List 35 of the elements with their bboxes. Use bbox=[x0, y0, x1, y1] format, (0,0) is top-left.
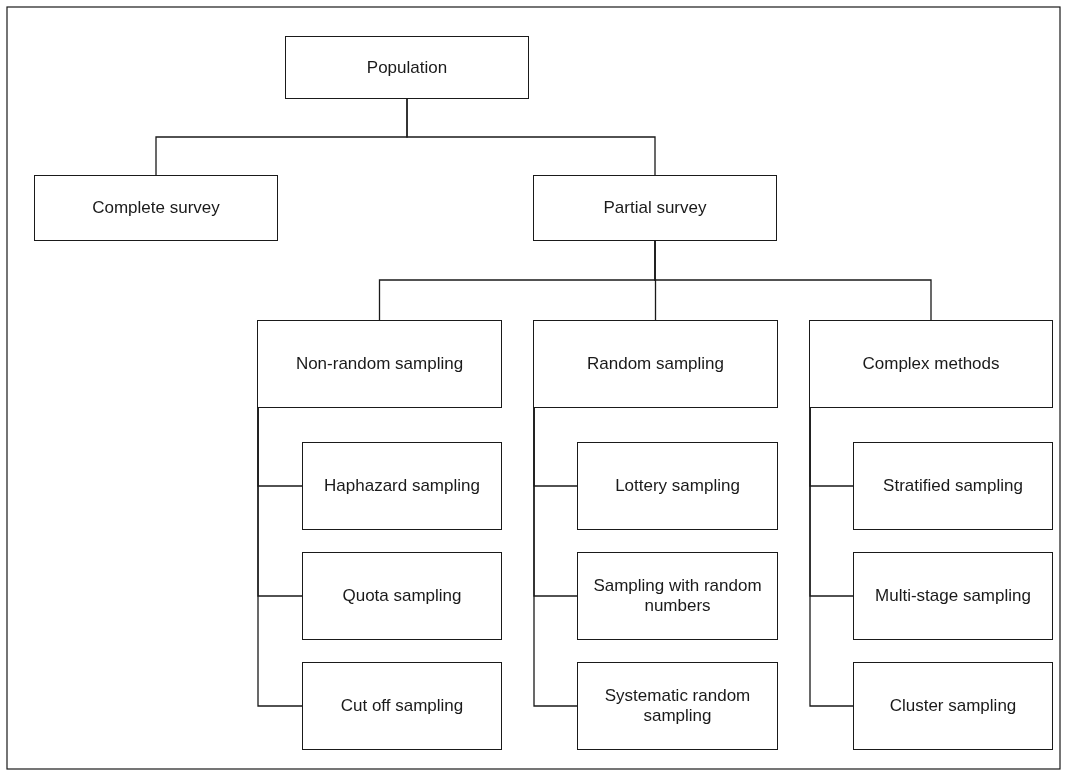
category-box bbox=[577, 662, 778, 750]
box-label: Non-random sampling bbox=[294, 354, 465, 374]
box-label: Haphazard sampling bbox=[323, 476, 481, 496]
category-box bbox=[577, 552, 778, 640]
category-box bbox=[302, 552, 502, 640]
category-box bbox=[302, 662, 502, 750]
category-box bbox=[302, 442, 502, 530]
category-box bbox=[853, 662, 1053, 750]
box-label: Lottery sampling bbox=[614, 476, 741, 496]
category-box bbox=[533, 175, 777, 241]
category-box bbox=[533, 320, 778, 408]
box-label: Population bbox=[365, 57, 449, 78]
box-label: Systematic random sampling bbox=[603, 686, 752, 726]
box-label: Sampling with random numbers bbox=[592, 576, 763, 616]
box-label: Cluster sampling bbox=[888, 696, 1018, 716]
connector-line bbox=[809, 407, 854, 707]
box-label: Random sampling bbox=[586, 354, 725, 374]
category-box bbox=[577, 442, 778, 530]
category-box bbox=[257, 320, 502, 408]
box-label: Complete survey bbox=[91, 198, 221, 218]
category-box bbox=[34, 175, 278, 241]
connector-line bbox=[406, 98, 656, 176]
box-label: Quota sampling bbox=[341, 586, 463, 606]
connector-line bbox=[654, 240, 932, 321]
box-label: Multi-stage sampling bbox=[874, 586, 1032, 606]
connector-line bbox=[533, 407, 578, 707]
category-box bbox=[285, 36, 529, 99]
box-label: Partial survey bbox=[602, 198, 708, 218]
category-box bbox=[853, 552, 1053, 640]
box-label: Cut off sampling bbox=[339, 696, 465, 716]
category-box bbox=[853, 442, 1053, 530]
box-label: Stratified sampling bbox=[882, 476, 1024, 496]
box-label: Complex methods bbox=[861, 354, 1001, 374]
category-box bbox=[809, 320, 1053, 408]
connector-line bbox=[257, 407, 303, 707]
